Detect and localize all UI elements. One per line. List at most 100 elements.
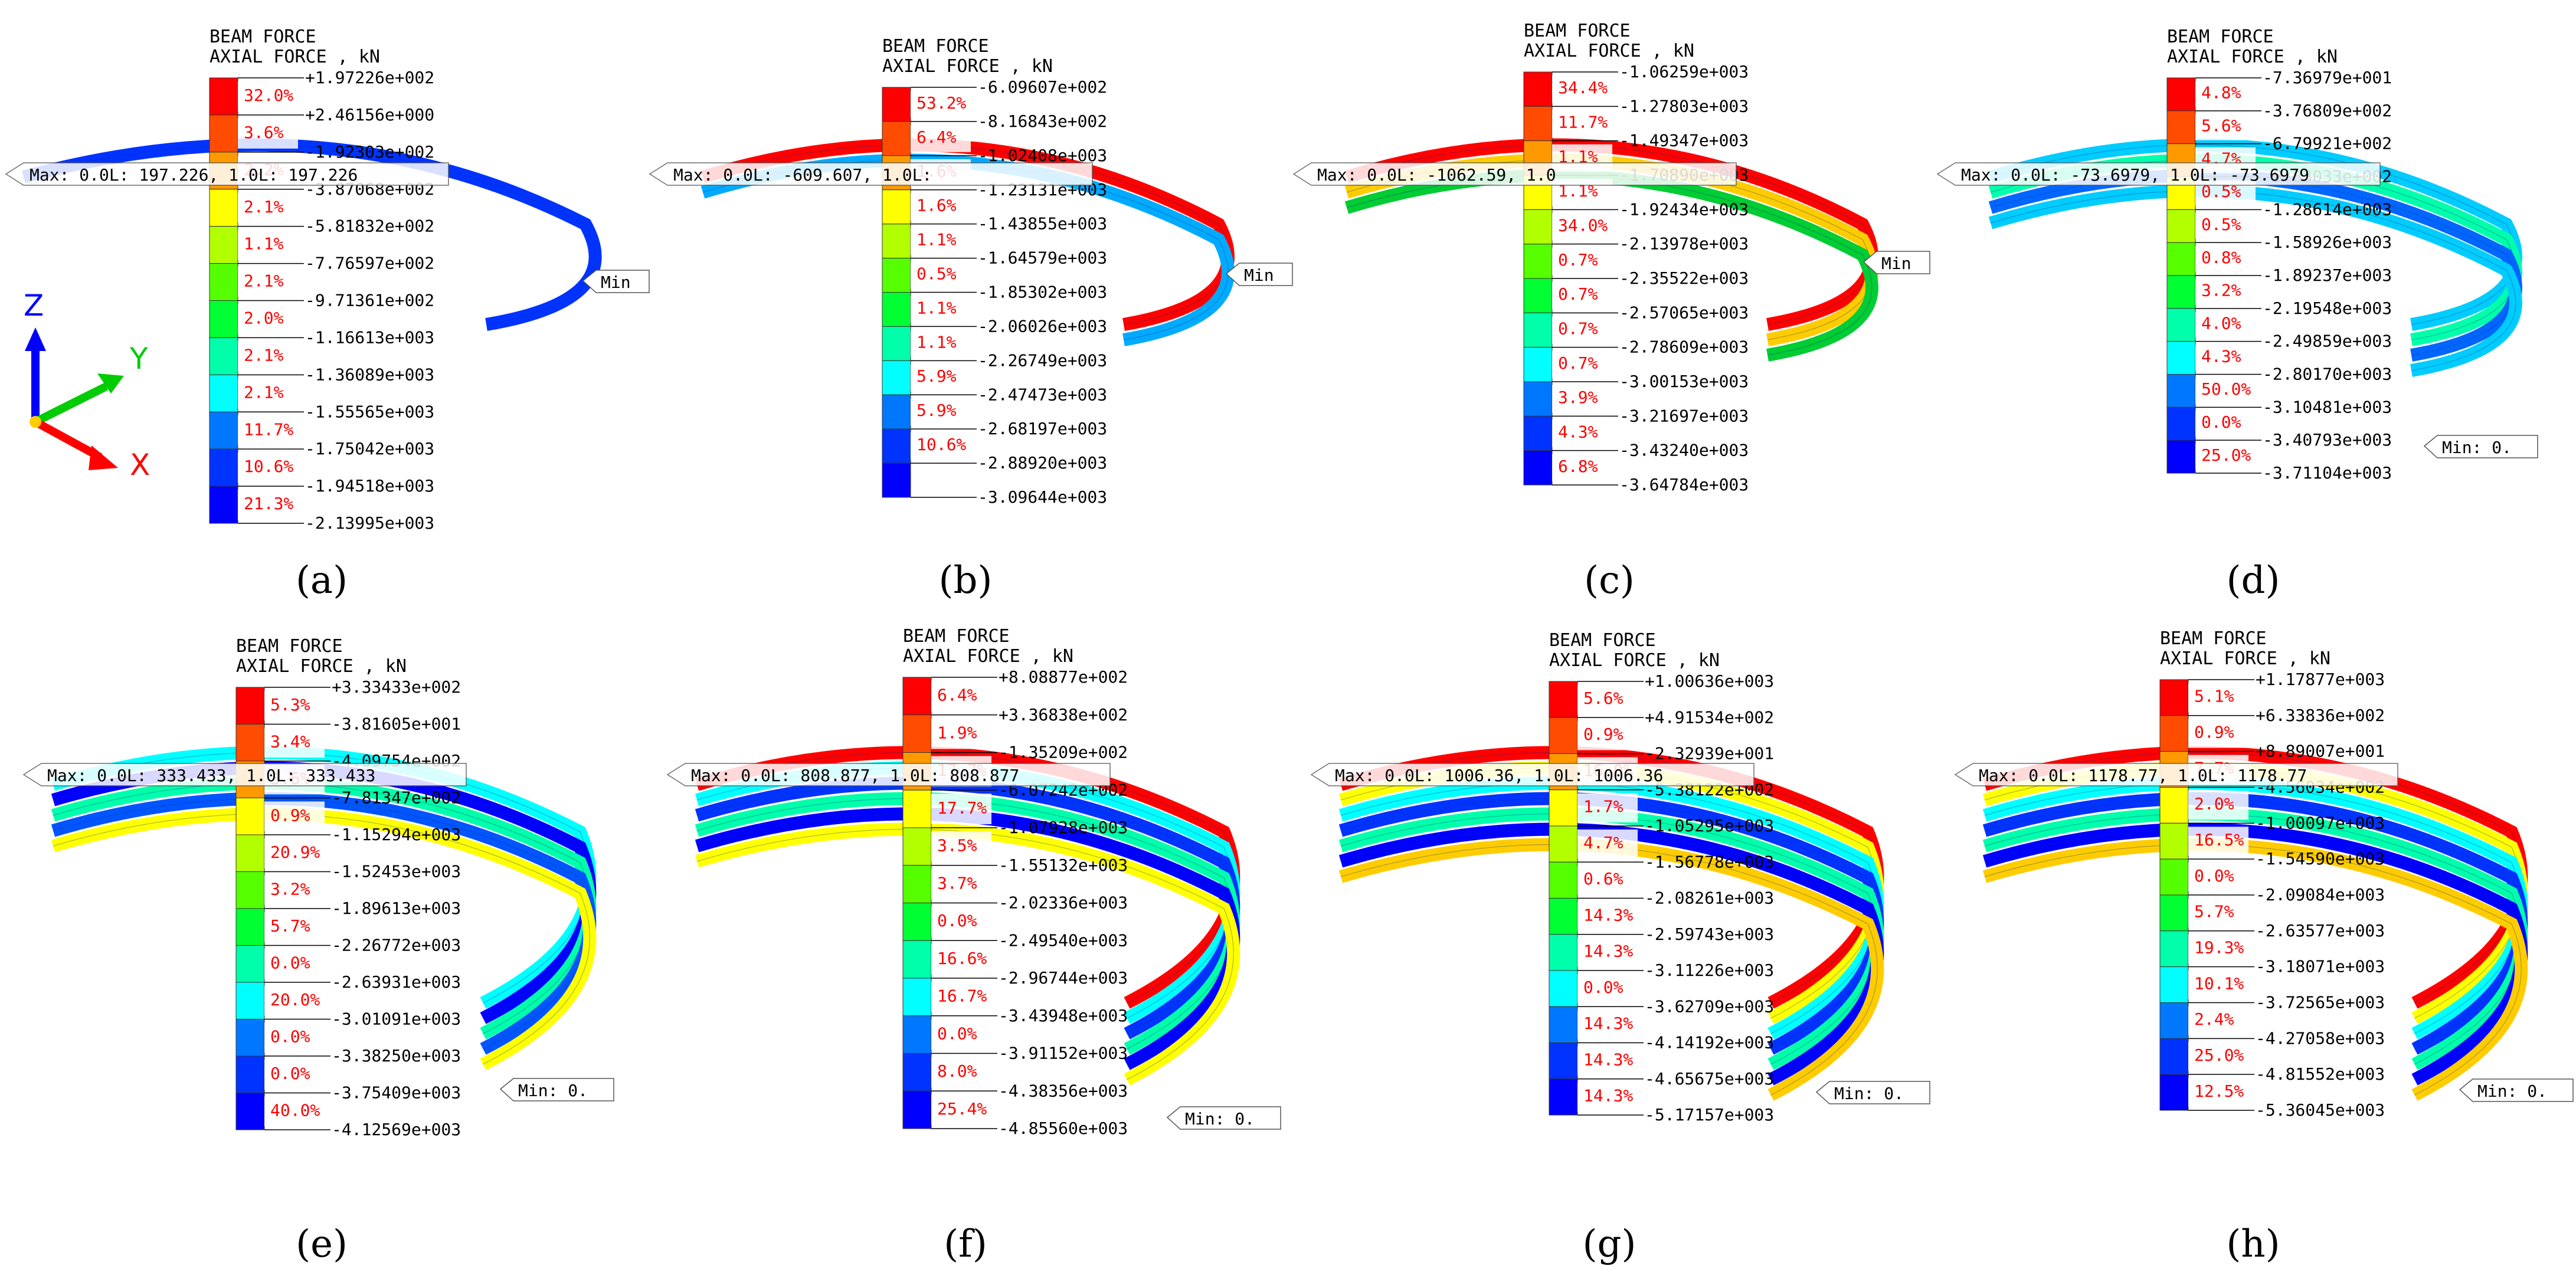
- legend-value: -1.89613e+003: [332, 899, 461, 918]
- beam-ring: [1338, 776, 1884, 1040]
- legend-color-band: [882, 360, 911, 395]
- min-callout: Min: [1863, 251, 1930, 274]
- min-callout-box: [582, 270, 650, 293]
- beam-ring: [695, 776, 1240, 1040]
- legend-color-band: [1523, 278, 1553, 313]
- legend-color-band: [1549, 1078, 1578, 1116]
- legend-color-band: [1549, 970, 1578, 1007]
- legend-value: -2.13995e+003: [305, 513, 434, 533]
- beam-ring: [1982, 746, 2528, 1009]
- legend-value: -1.55132e+003: [999, 855, 1128, 875]
- legend-value: -2.57065e+003: [1619, 303, 1749, 322]
- legend-color-band: [882, 121, 911, 156]
- legend-color-band: [2166, 77, 2196, 112]
- percent-backdrop: [931, 1057, 991, 1088]
- beam-ring-edge: [696, 829, 1234, 1080]
- legend-value: -3.71104e+003: [2263, 463, 2392, 483]
- percent-backdrop: [264, 875, 325, 905]
- beam-ring: [1338, 807, 1884, 1070]
- beam-ring-edge: [1346, 145, 1873, 325]
- legend-subtitle: AXIAL FORCE , kN: [882, 56, 1053, 77]
- x-axis-label: X: [130, 448, 150, 482]
- legend-percent: 0.9%: [1583, 724, 1623, 744]
- legend-percent: 11.7%: [244, 419, 293, 439]
- percent-backdrop: [2188, 934, 2248, 963]
- legend-percent: 10.6%: [917, 435, 966, 454]
- percent-backdrop: [238, 453, 298, 483]
- legend-color-band: [235, 1055, 265, 1093]
- legend-value: +3.33433e+002: [332, 677, 461, 697]
- panel-caption: (c): [1584, 559, 1635, 602]
- beam-ring-edge: [696, 798, 1234, 1050]
- legend-percent: 2.1%: [244, 271, 284, 291]
- legend-percent: 10.6%: [244, 457, 293, 476]
- percent-backdrop: [2188, 683, 2248, 712]
- legend-color-band: [235, 724, 265, 762]
- percent-backdrop: [1577, 974, 1638, 1004]
- legend-value: -2.59743e+003: [1645, 924, 1774, 944]
- percent-backdrop: [2195, 411, 2256, 437]
- beam-ring: [1988, 138, 2522, 331]
- beam-ring: [695, 807, 1240, 1070]
- panel-caption: (b): [939, 559, 993, 602]
- legend-value: +3.36838e+002: [999, 705, 1128, 724]
- legend-percent: 0.7%: [1558, 250, 1598, 270]
- min-callout-box: [1225, 263, 1293, 286]
- legend-value: -2.09084e+003: [2256, 885, 2385, 904]
- legend-color-band: [902, 978, 932, 1017]
- max-callout: Max: 0.0L: -609.607, 1.0L:: [649, 162, 1093, 186]
- legend-percent: 34.4%: [1558, 78, 1608, 97]
- legend-value: -1.75042e+003: [305, 439, 434, 458]
- legend-color-band: [1523, 71, 1553, 107]
- legend-percent: 0.5%: [2201, 215, 2241, 234]
- percent-backdrop: [911, 296, 971, 323]
- legend-percent: 14.3%: [1583, 1086, 1633, 1106]
- legend-value: -2.26749e+003: [978, 350, 1107, 370]
- legend-color-band: [1523, 415, 1553, 451]
- legend-color-band: [209, 77, 238, 116]
- legend-value: -7.81347e+002: [332, 788, 461, 808]
- beam-ring: [1982, 807, 2528, 1070]
- legend-value: -2.19548e+003: [2263, 299, 2392, 318]
- legend-color-band: [209, 374, 238, 412]
- legend-color-band: [902, 827, 932, 866]
- percent-backdrop: [931, 1094, 991, 1125]
- beam-ring-edge: [53, 798, 590, 1050]
- percent-backdrop: [2195, 378, 2256, 404]
- legend-color-band: [1549, 898, 1578, 935]
- percent-backdrop: [2188, 827, 2248, 856]
- legend-value: -1.06259e+003: [1619, 62, 1749, 81]
- legend-value: -2.08261e+003: [1645, 888, 1774, 908]
- legend-color-band: [1523, 381, 1553, 417]
- legend-color-band: [209, 189, 238, 227]
- legend-color-band: [1549, 1042, 1578, 1080]
- legend-color-band: [902, 865, 932, 903]
- legend-subtitle: AXIAL FORCE , kN: [2167, 47, 2338, 67]
- x-axis-head: [89, 445, 118, 470]
- legend-color-band: [2159, 787, 2189, 824]
- legend-percent: 19.3%: [2194, 938, 2244, 958]
- percent-backdrop: [264, 691, 325, 721]
- max-callout-text: Max: 0.0L: 808.877, 1.0L: 808.877: [691, 766, 1019, 785]
- legend-percent: 0.0%: [937, 1024, 977, 1043]
- legend-title: BEAM FORCE: [1549, 630, 1656, 651]
- legend-color-band: [2166, 242, 2196, 276]
- legend-value: -1.49347e+003: [1619, 131, 1749, 150]
- legend-value: -2.06026e+003: [978, 316, 1107, 336]
- min-callout-box: [1166, 1106, 1281, 1130]
- legend-title: BEAM FORCE: [210, 27, 316, 47]
- percent-backdrop: [238, 341, 298, 372]
- legend-value: +4.91534e+002: [1645, 707, 1774, 727]
- legend-value: -1.07928e+003: [999, 818, 1128, 837]
- legend-percent: 14.3%: [1583, 1014, 1633, 1033]
- legend-color-band: [235, 1093, 265, 1130]
- legend-percent: 5.6%: [2201, 116, 2241, 135]
- legend-percent: 1.6%: [917, 196, 957, 215]
- legend-percent: 25.0%: [2194, 1045, 2244, 1065]
- legend-color-band: [209, 114, 238, 153]
- legend-title: BEAM FORCE: [1524, 21, 1631, 41]
- legend-percent: 0.5%: [917, 264, 957, 283]
- beam-ring-edge: [1340, 752, 1878, 1004]
